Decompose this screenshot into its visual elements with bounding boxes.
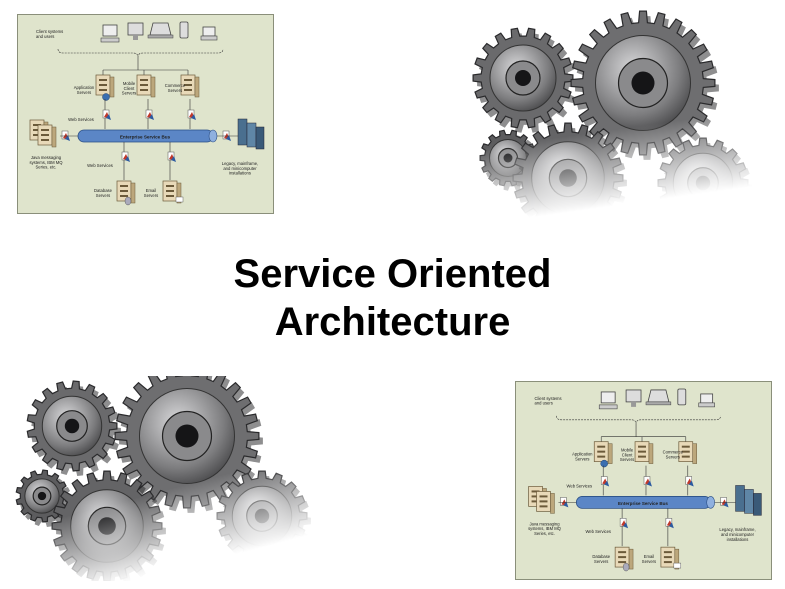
web-services-bottom-label: Web Services [87,163,113,168]
database-icon [124,196,132,206]
email-servers-icon [660,546,680,570]
client-devices [100,21,218,43]
globe-icon [600,459,608,468]
legacy-mainframe-icon [735,485,762,516]
web-services-top-label: Web Services [567,483,593,488]
mobile-servers-icon [136,74,156,98]
web-service-icon [720,497,729,508]
phone-icon [179,21,189,39]
web-service-icon [167,151,176,162]
clients-brace [57,48,224,58]
database-servers-icon [116,180,136,204]
web-service-icon [61,130,70,141]
email-servers-icon [162,180,182,204]
laptop-icon [647,389,670,403]
pc-icon [202,26,216,37]
web-service-icon [560,497,569,508]
client-devices [598,388,715,410]
legacy-mainframe-icon [237,118,265,150]
bus-label: Enterprise Service Bus [618,501,668,506]
monitor-icon [127,22,144,36]
commerce-servers-icon [678,441,697,464]
java-messaging-server-icon [536,491,555,514]
web-service-icon [121,151,130,162]
mobile-servers-icon [634,441,654,464]
web-service-icon [600,476,610,487]
java-messaging-server-icon [37,124,57,148]
web-service-icon [222,130,231,141]
monitor-icon [625,389,642,403]
application-servers-icon [593,441,613,464]
clients-brace [556,415,721,424]
database-servers-icon [614,546,634,570]
database-icon [622,562,630,572]
pc-icon [700,393,714,404]
title-line-2: Architecture [274,300,511,344]
envelope-icon [673,562,682,569]
web-service-icon [187,109,196,120]
title-line-1: Service Oriented [233,252,552,296]
application-servers-icon [95,74,115,98]
web-service-icon [665,518,674,529]
web-service-icon [145,109,154,120]
web-service-icon [102,109,111,120]
enterprise-service-bus [77,129,218,143]
web-services-top-label: Web Services [68,117,94,122]
slide-title: Service Oriented Architecture [0,250,785,346]
desktop-icon [600,391,616,404]
web-services-bottom-label: Web Services [585,529,611,534]
envelope-icon [175,196,184,203]
phone-icon [677,388,687,406]
commerce-servers-icon [180,74,200,98]
web-service-icon [619,518,629,529]
web-service-icon [685,476,694,487]
desktop-icon [102,24,118,37]
gears-image-bottom-left [12,376,322,581]
bus-label: Enterprise Service Bus [120,135,171,140]
gears-image-top-right [468,8,768,218]
globe-icon [102,93,110,101]
web-service-icon [643,476,652,487]
laptop-icon [149,22,172,36]
enterprise-service-bus [575,496,715,509]
